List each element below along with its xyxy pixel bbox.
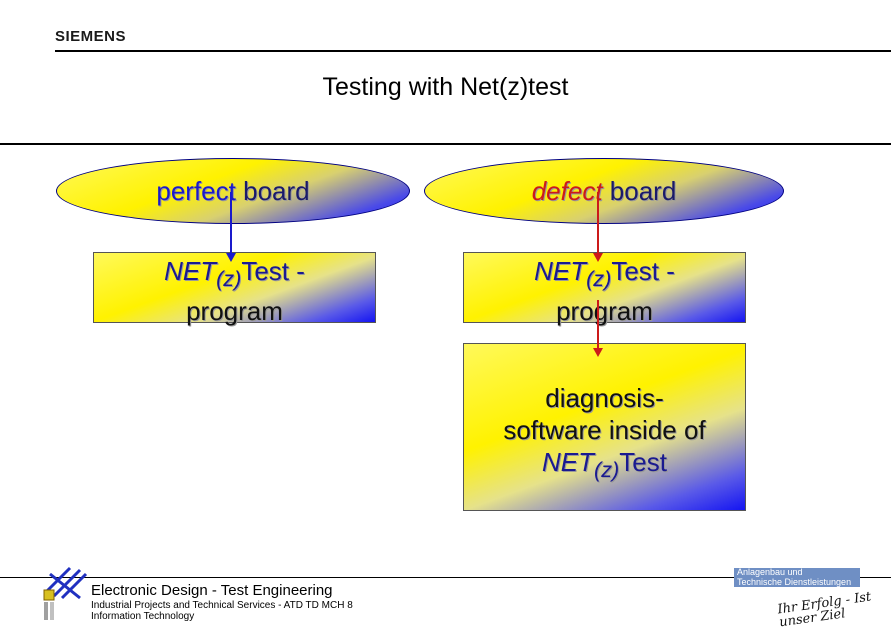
header-rule-bottom: [0, 143, 891, 145]
net-test-program-box-right: NET(z)Test - program: [463, 252, 746, 326]
program-label: program: [186, 296, 283, 327]
footer-department: Electronic Design - Test Engineering: [91, 582, 333, 599]
diagnosis-software-box: diagnosis- software inside of NET(z)Test: [463, 343, 746, 511]
diagnosis-line1: diagnosis-: [545, 383, 664, 413]
siemens-logo: SIEMENS: [55, 28, 127, 45]
diagnosis-line2: software inside of: [503, 415, 706, 445]
test-label-right: Test -: [611, 256, 675, 286]
net-test-program-box-left: NET(z)Test - program: [93, 252, 376, 326]
header-rule-top: [55, 50, 891, 52]
page-title: Testing with Net(z)test: [322, 73, 569, 101]
net-z-label: (z): [216, 266, 242, 292]
diag-z-label: (z): [594, 457, 620, 483]
program-label-right: program: [556, 296, 653, 327]
net-z-label-right: (z): [586, 266, 612, 292]
net-label: NET: [164, 256, 217, 286]
diag-net-label: NET: [542, 447, 595, 477]
badge-line2: Technische Dienstleistungen: [737, 576, 852, 587]
board-word: board: [243, 175, 310, 206]
footer-rule: [0, 577, 891, 578]
net-label-right: NET: [534, 256, 587, 286]
perfect-word: perfect: [156, 175, 236, 206]
defect-board-ellipse: defect board: [424, 158, 784, 224]
test-label: Test -: [241, 256, 305, 286]
diag-test-label: Test: [619, 447, 667, 477]
division-badge: Anlagenbau und Technische Dienstleistung…: [734, 567, 860, 587]
footer-line2: Information Technology: [91, 611, 195, 622]
department-logo-icon: [43, 566, 88, 620]
board-word-right: board: [609, 175, 677, 206]
slogan-signature: Ihr Erfolg - Ist unser Ziel: [776, 589, 873, 630]
footer-details: Industrial Projects and Technical Servic…: [91, 600, 353, 622]
perfect-board-ellipse: perfect board: [56, 158, 410, 224]
defect-word: defect: [531, 175, 603, 206]
footer-line1: Industrial Projects and Technical Servic…: [91, 600, 353, 611]
badge-line1: Anlagenbau und: [737, 567, 803, 577]
